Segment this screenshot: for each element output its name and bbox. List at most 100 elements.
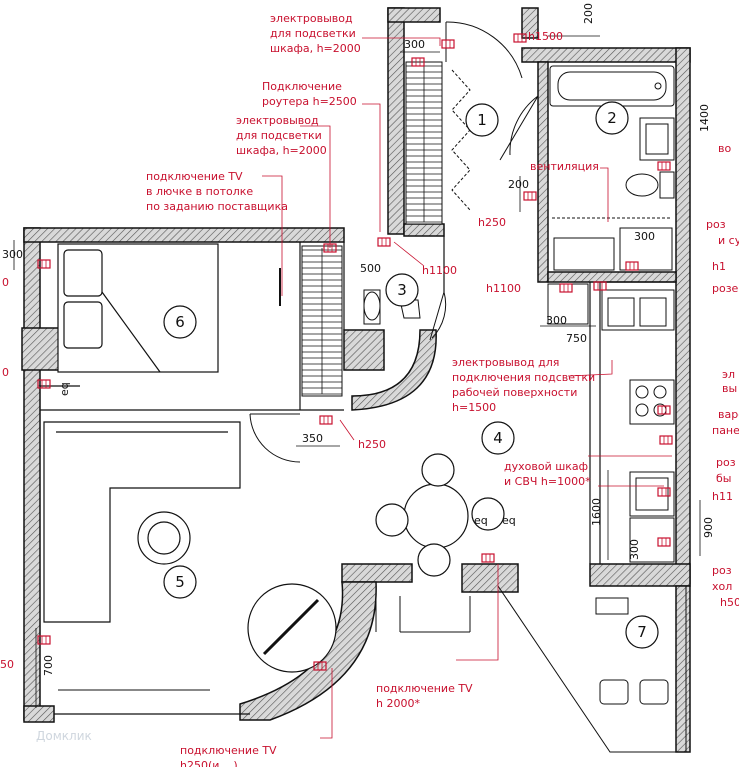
dim-350: 350 — [302, 432, 323, 445]
wc-fixtures — [363, 289, 421, 325]
room-number: 4 — [493, 429, 503, 447]
note-right-edge: розе — [712, 282, 739, 295]
note-right-edge: во — [718, 142, 731, 155]
note-left-edge: 0 — [2, 276, 9, 289]
wall-kitchen-bottom — [589, 563, 691, 587]
wall-curved-bath3 — [351, 329, 437, 411]
dim-eq-2: eq — [474, 514, 488, 527]
room-2: 2 — [595, 101, 629, 135]
dim-900: 900 — [702, 517, 715, 538]
note-h1500: h1500 — [528, 30, 563, 43]
wall-left — [23, 227, 41, 721]
wc-door — [429, 291, 447, 341]
outlet-marker — [313, 661, 327, 671]
dim-200: 200 — [508, 178, 529, 191]
room-5: 5 — [163, 565, 197, 599]
note-right-edge: h50 — [720, 596, 739, 609]
room-7: 7 — [625, 615, 659, 649]
note-right-edge: вы — [722, 382, 737, 395]
note-right-edge: бы — [716, 472, 731, 485]
wall-balcony-right — [675, 585, 691, 753]
outlet-marker — [513, 33, 527, 43]
note-right-edge: h1 — [712, 260, 726, 273]
dim-300-kitchen: 300 — [546, 314, 567, 327]
note-h250-mid: h250 — [358, 438, 386, 451]
sliding-door — [451, 69, 471, 211]
dim-300-kitchen-2: 300 — [628, 539, 641, 560]
dim-1600: 1600 — [590, 498, 603, 526]
room-labels: 1 2 3 4 5 6 7 — [163, 101, 659, 649]
dim-eq-3: eq — [502, 514, 516, 527]
entry-door — [445, 21, 523, 79]
dimension-labels: 300 200 1400 200 300 300 500 300 750 350… — [2, 3, 715, 676]
room-4: 4 — [481, 421, 515, 455]
note-left-edge: 0 — [2, 366, 9, 379]
outlet-marker — [377, 237, 391, 247]
dim-500: 500 — [360, 262, 381, 275]
room-number: 7 — [637, 623, 647, 641]
outlet-marker — [625, 261, 639, 271]
room-1: 1 — [465, 103, 499, 137]
wall-hall-top — [387, 7, 441, 23]
room-3: 3 — [385, 273, 419, 307]
note-right-edge: роз — [716, 456, 736, 469]
room-number: 2 — [607, 109, 617, 127]
watermark: Домклик — [36, 729, 92, 743]
dim-750: 750 — [566, 332, 587, 345]
room-number: 3 — [397, 281, 407, 299]
outlet-marker — [657, 537, 671, 547]
wall-wardrobe-bottom — [403, 223, 445, 237]
wall-bath-left — [537, 61, 549, 283]
note-right-edge: эл — [722, 368, 735, 381]
wall-top-bedroom — [23, 227, 345, 243]
dimension-lines — [13, 35, 701, 708]
walls — [21, 7, 691, 753]
note-left-edge: 50 — [0, 658, 14, 671]
note-ventilation: вентиляция — [530, 160, 599, 173]
note-h1100: h1100 — [422, 264, 457, 277]
note-right-edge: хол — [712, 580, 732, 593]
outlet-marker — [37, 379, 51, 389]
wall-hall-left — [387, 7, 405, 235]
electrical-outlets — [37, 33, 673, 671]
dim-300-top: 300 — [404, 38, 425, 51]
outlet-marker — [37, 635, 51, 645]
outlet-marker — [593, 281, 607, 291]
bed — [57, 243, 219, 373]
wall-bath-top — [521, 47, 691, 63]
room-number: 1 — [477, 111, 487, 129]
bathtub — [549, 65, 675, 107]
dim-1400: 1400 — [698, 104, 711, 132]
note-h1100-b: h1100 — [486, 282, 521, 295]
room-number: 6 — [175, 313, 185, 331]
wall-loggia-mid — [461, 563, 519, 593]
toilet-bath — [625, 171, 675, 199]
wall-bath-bottom — [547, 271, 677, 283]
dim-300-bath: 300 — [634, 230, 655, 243]
outlet-marker — [319, 415, 333, 425]
kitchen-units — [547, 283, 675, 563]
sofa — [43, 421, 241, 623]
note-right-edge: роз — [706, 218, 726, 231]
outlet-marker — [659, 435, 673, 445]
wall-bottom-left — [23, 705, 55, 723]
balcony — [375, 585, 687, 753]
room-6: 6 — [163, 305, 197, 339]
bath-door — [499, 95, 539, 161]
wall-right — [675, 47, 691, 585]
outlet-marker — [481, 553, 495, 563]
dim-200-top: 200 — [582, 3, 595, 24]
dining-table — [375, 453, 505, 577]
dim-eq-1: eq — [58, 382, 71, 396]
washbasin — [639, 117, 675, 161]
bedroom-door — [249, 413, 301, 463]
